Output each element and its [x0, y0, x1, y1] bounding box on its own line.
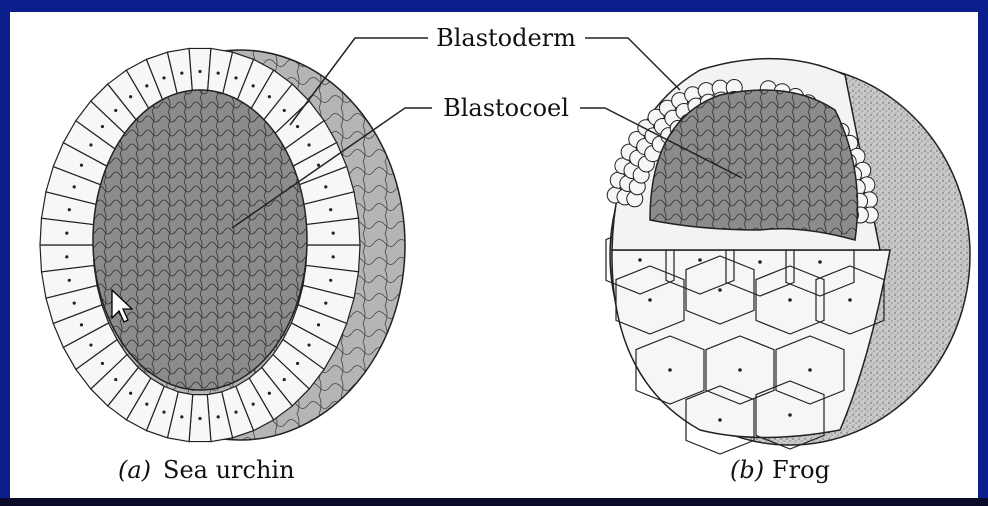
urchin-cell-nucleus	[162, 76, 166, 80]
frog-blastocoel-cavity	[649, 89, 859, 241]
urchin-cell-nucleus	[251, 84, 255, 88]
blastoderm-label: Blastoderm	[436, 24, 576, 52]
urchin-cell-nucleus	[216, 415, 220, 419]
urchin-cell-nucleus	[251, 402, 255, 406]
frog-cell-nucleus	[808, 368, 812, 372]
frog-cell-nucleus	[668, 368, 672, 372]
caption-b-letter: (b)	[730, 456, 764, 484]
frog-vegetal-cell	[815, 265, 885, 335]
urchin-cell-nucleus	[162, 410, 166, 414]
urchin-cell-nucleus	[79, 163, 84, 167]
urchin-cell-nucleus	[180, 71, 184, 75]
frog-vegetal-cell	[755, 265, 825, 335]
urchin-cell-nucleus	[267, 95, 271, 99]
blastoderm-leader-b	[585, 37, 681, 91]
frog-vegetal-cell	[685, 385, 755, 455]
frog-cell-nucleus	[638, 258, 642, 262]
urchin-cell-nucleus	[234, 410, 238, 414]
frog-cell-nucleus	[718, 418, 722, 422]
urchin-cell-nucleus	[329, 278, 333, 282]
frog-cell-nucleus	[648, 298, 652, 302]
urchin-cell-nucleus	[89, 343, 93, 347]
urchin-cell-nucleus	[129, 95, 133, 99]
urchin-cell-nucleus	[282, 377, 286, 382]
urchin-cell-nucleus	[295, 124, 300, 129]
urchin-cell-nucleus	[198, 69, 202, 74]
frog-vegetal-cell	[615, 265, 685, 335]
blastoderm-leader-a	[289, 37, 428, 126]
frog-cell-nucleus	[788, 298, 792, 302]
blastocoel-label: Blastocoel	[443, 94, 569, 122]
urchin-cell-nucleus	[216, 71, 220, 75]
frog-cell-nucleus	[788, 413, 792, 417]
urchin-cell-nucleus	[65, 231, 69, 235]
frog-vegetal-cells	[611, 249, 891, 439]
urchin-cell-nucleus	[198, 416, 202, 421]
urchin-cell-nucleus	[100, 361, 105, 366]
urchin-cell-nucleus	[234, 76, 238, 80]
sea-urchin-blastocoel-wall	[92, 89, 308, 391]
mouse-cursor-icon	[111, 288, 134, 323]
urchin-cell-nucleus	[307, 343, 311, 347]
frog-vegetal-cell	[635, 335, 705, 405]
urchin-cell-nucleus	[282, 108, 286, 113]
sea-urchin-blastula	[39, 47, 406, 443]
urchin-cell-nucleus	[100, 124, 105, 129]
frog-cell-nucleus	[758, 260, 762, 264]
urchin-cell-nucleus	[114, 108, 118, 113]
blastocoel-leader-b	[580, 107, 743, 179]
urchin-cell-nucleus	[145, 84, 149, 88]
urchin-cell-nucleus	[316, 323, 321, 327]
frog-cell-nucleus	[738, 368, 742, 372]
frog-cell-nucleus	[718, 288, 722, 292]
caption-a-letter: (a)	[118, 456, 151, 484]
frog-cell-nucleus	[848, 298, 852, 302]
urchin-cell-nucleus	[72, 185, 76, 189]
frog-vegetal-cell	[685, 255, 755, 325]
caption-a-text: Sea urchin	[163, 456, 295, 484]
urchin-cell-nucleus	[331, 255, 335, 259]
urchin-cell-nucleus	[307, 143, 311, 147]
urchin-cell-nucleus	[180, 415, 184, 419]
frog-cell-nucleus	[818, 260, 822, 264]
urchin-cell-nucleus	[145, 402, 149, 406]
urchin-cell-nucleus	[79, 323, 84, 327]
urchin-cell-nucleus	[114, 377, 118, 382]
frog-vegetal-cell	[775, 335, 845, 405]
urchin-cell-nucleus	[295, 361, 300, 366]
frog-vegetal-cell	[755, 380, 825, 450]
urchin-cell-nucleus	[67, 208, 71, 212]
sea-urchin-blastoderm-ring	[39, 47, 361, 443]
urchin-cell-nucleus	[267, 391, 271, 395]
urchin-cell-nucleus	[324, 185, 328, 189]
urchin-cell-nucleus	[331, 231, 335, 235]
taskbar-strip	[0, 498, 988, 506]
frog-cell-nucleus	[698, 258, 702, 262]
frog-blastula	[605, 57, 971, 455]
urchin-cell-nucleus	[72, 301, 76, 305]
urchin-cell-nucleus	[129, 391, 133, 395]
leader-lines	[231, 37, 743, 229]
urchin-cell-nucleus	[67, 278, 71, 282]
blastocoel-leader-a	[231, 107, 432, 229]
urchin-cell-nucleus	[329, 208, 333, 212]
urchin-cell-nucleus	[316, 163, 321, 167]
caption-b-text: Frog	[772, 456, 830, 484]
urchin-cell-nucleus	[65, 255, 69, 259]
urchin-cell-nucleus	[324, 301, 328, 305]
urchin-cell-nucleus	[89, 143, 93, 147]
frog-vegetal-cell	[705, 335, 775, 405]
